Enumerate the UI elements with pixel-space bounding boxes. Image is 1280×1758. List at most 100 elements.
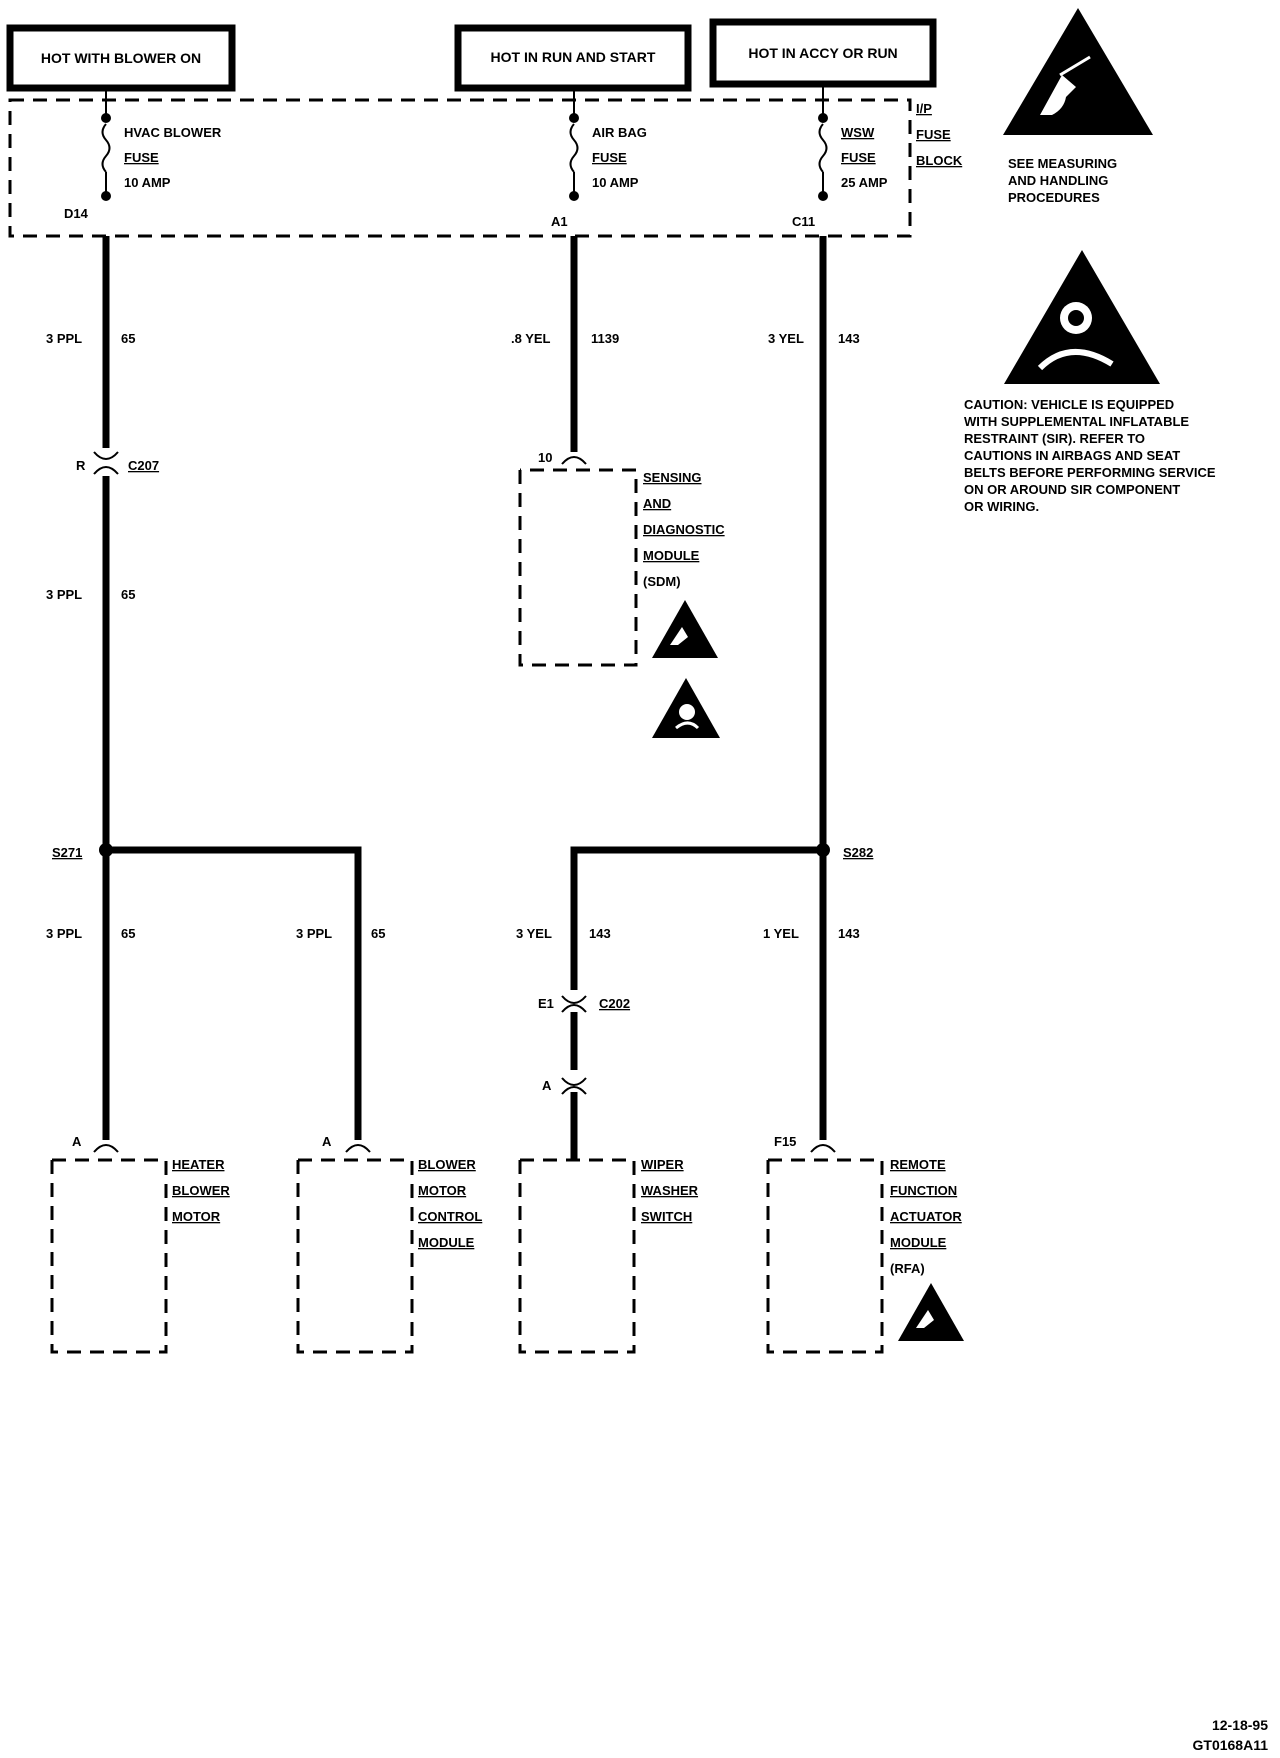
splice-s271 bbox=[99, 843, 113, 857]
svg-text:D14: D14 bbox=[64, 206, 89, 221]
svg-text:(SDM): (SDM) bbox=[643, 574, 681, 589]
svg-text:10: 10 bbox=[538, 450, 552, 465]
svg-text:HOT IN ACCY OR RUN: HOT IN ACCY OR RUN bbox=[748, 45, 897, 61]
svg-text:A: A bbox=[72, 1134, 82, 1149]
component-sdm: 10 SENSING AND DIAGNOSTIC MODULE (SDM) bbox=[518, 450, 725, 667]
svg-text:(RFA): (RFA) bbox=[890, 1261, 925, 1276]
svg-text:WASHER: WASHER bbox=[641, 1183, 699, 1198]
svg-text:HVAC BLOWER: HVAC BLOWER bbox=[124, 125, 222, 140]
svg-text:WITH SUPPLEMENTAL INFLATABLE: WITH SUPPLEMENTAL INFLATABLE bbox=[964, 414, 1189, 429]
wire-143-wiper bbox=[570, 846, 823, 990]
svg-text:A: A bbox=[322, 1134, 332, 1149]
fuse-hvac-blower: HVAC BLOWER FUSE 10 AMP D14 bbox=[64, 88, 222, 221]
svg-text:3 PPL: 3 PPL bbox=[46, 331, 82, 346]
svg-text:65: 65 bbox=[121, 926, 135, 941]
footer-date: 12-18-95 bbox=[1212, 1717, 1268, 1733]
svg-text:AND: AND bbox=[643, 496, 671, 511]
svg-text:143: 143 bbox=[589, 926, 611, 941]
svg-text:C207: C207 bbox=[128, 458, 159, 473]
svg-text:MOTOR: MOTOR bbox=[418, 1183, 467, 1198]
svg-text:OR WIRING.: OR WIRING. bbox=[964, 499, 1039, 514]
svg-text:FUSE: FUSE bbox=[592, 150, 627, 165]
svg-text:143: 143 bbox=[838, 926, 860, 941]
fuse-air-bag: AIR BAG FUSE 10 AMP A1 bbox=[551, 88, 647, 229]
connector-c202: E1 C202 A bbox=[538, 995, 630, 1095]
svg-text:CAUTIONS IN AIRBAGS AND SEAT: CAUTIONS IN AIRBAGS AND SEAT bbox=[964, 448, 1180, 463]
svg-text:WSW: WSW bbox=[841, 125, 875, 140]
svg-text:.8 YEL: .8 YEL bbox=[511, 331, 551, 346]
svg-text:C202: C202 bbox=[599, 996, 630, 1011]
svg-text:WIPER: WIPER bbox=[641, 1157, 684, 1172]
svg-text:S282: S282 bbox=[843, 845, 873, 860]
power-source-runstart: HOT IN RUN AND START bbox=[454, 24, 692, 92]
svg-text:3 PPL: 3 PPL bbox=[46, 587, 82, 602]
svg-text:SENSING: SENSING bbox=[643, 470, 702, 485]
svg-text:MODULE: MODULE bbox=[418, 1235, 475, 1250]
fuse-block-label-1: I/P bbox=[916, 101, 932, 116]
svg-text:RESTRAINT (SIR). REFER TO: RESTRAINT (SIR). REFER TO bbox=[964, 431, 1145, 446]
svg-text:HOT WITH BLOWER ON: HOT WITH BLOWER ON bbox=[41, 50, 201, 66]
svg-text:ACTUATOR: ACTUATOR bbox=[890, 1209, 962, 1224]
svg-text:CAUTION: VEHICLE IS EQUIPPED: CAUTION: VEHICLE IS EQUIPPED bbox=[964, 397, 1174, 412]
wire-65-bmcm bbox=[106, 846, 362, 1140]
svg-text:10 AMP: 10 AMP bbox=[592, 175, 639, 190]
esd-warning-icon bbox=[1003, 8, 1153, 135]
svg-text:MODULE: MODULE bbox=[890, 1235, 947, 1250]
svg-text:25 AMP: 25 AMP bbox=[841, 175, 888, 190]
svg-text:MODULE: MODULE bbox=[643, 548, 700, 563]
svg-text:3 YEL: 3 YEL bbox=[516, 926, 552, 941]
svg-text:10 AMP: 10 AMP bbox=[124, 175, 171, 190]
svg-text:3 YEL: 3 YEL bbox=[768, 331, 804, 346]
sir-warning-icon bbox=[652, 678, 720, 738]
component-rfa: F15 REMOTE FUNCTION ACTUATOR MODULE (RFA… bbox=[766, 1134, 962, 1354]
svg-text:BLOWER: BLOWER bbox=[418, 1157, 476, 1172]
svg-text:65: 65 bbox=[121, 587, 135, 602]
esd-warning-icon bbox=[898, 1283, 964, 1341]
svg-text:AIR BAG: AIR BAG bbox=[592, 125, 647, 140]
esd-warning-icon bbox=[652, 600, 718, 658]
svg-text:HEATER: HEATER bbox=[172, 1157, 225, 1172]
component-wiper-washer-switch: WIPER WASHER SWITCH bbox=[518, 1157, 699, 1354]
svg-text:DIAGNOSTIC: DIAGNOSTIC bbox=[643, 522, 725, 537]
svg-text:S271: S271 bbox=[52, 845, 82, 860]
svg-text:A1: A1 bbox=[551, 214, 568, 229]
svg-text:65: 65 bbox=[121, 331, 135, 346]
fuse-block-label-2: FUSE bbox=[916, 127, 951, 142]
svg-text:MOTOR: MOTOR bbox=[172, 1209, 221, 1224]
footer-code: GT0168A11 bbox=[1193, 1737, 1269, 1753]
svg-text:F15: F15 bbox=[774, 1134, 796, 1149]
svg-text:HOT IN RUN AND START: HOT IN RUN AND START bbox=[491, 49, 656, 65]
svg-text:R: R bbox=[76, 458, 86, 473]
sir-warning-icon bbox=[1004, 250, 1160, 384]
svg-text:BLOWER: BLOWER bbox=[172, 1183, 230, 1198]
fuse-block-outline bbox=[8, 98, 912, 238]
svg-text:SWITCH: SWITCH bbox=[641, 1209, 692, 1224]
svg-text:3 PPL: 3 PPL bbox=[296, 926, 332, 941]
svg-text:BELTS BEFORE PERFORMING SERVIC: BELTS BEFORE PERFORMING SERVICE bbox=[964, 465, 1216, 480]
svg-text:65: 65 bbox=[371, 926, 385, 941]
svg-text:ON OR AROUND SIR COMPONENT: ON OR AROUND SIR COMPONENT bbox=[964, 482, 1180, 497]
svg-text:1 YEL: 1 YEL bbox=[763, 926, 799, 941]
fuse-block-label-3: BLOCK bbox=[916, 153, 963, 168]
svg-text:PROCEDURES: PROCEDURES bbox=[1008, 190, 1100, 205]
component-blower-motor-control-module: A BLOWER MOTOR CONTROL MODULE bbox=[296, 1134, 482, 1354]
svg-text:FUSE: FUSE bbox=[124, 150, 159, 165]
svg-text:E1: E1 bbox=[538, 996, 554, 1011]
svg-text:FUSE: FUSE bbox=[841, 150, 876, 165]
svg-text:143: 143 bbox=[838, 331, 860, 346]
svg-text:REMOTE: REMOTE bbox=[890, 1157, 946, 1172]
component-heater-blower-motor: A HEATER BLOWER MOTOR bbox=[50, 1134, 230, 1354]
power-source-accy: HOT IN ACCY OR RUN bbox=[709, 18, 937, 88]
fuse-wsw: WSW FUSE 25 AMP C11 bbox=[792, 84, 888, 229]
svg-text:SEE MEASURING: SEE MEASURING bbox=[1008, 156, 1117, 171]
svg-text:AND HANDLING: AND HANDLING bbox=[1008, 173, 1108, 188]
svg-text:3 PPL: 3 PPL bbox=[46, 926, 82, 941]
svg-text:CONTROL: CONTROL bbox=[418, 1209, 482, 1224]
svg-text:FUNCTION: FUNCTION bbox=[890, 1183, 957, 1198]
connector-c207: R C207 bbox=[76, 451, 159, 475]
svg-text:1139: 1139 bbox=[591, 331, 619, 346]
power-source-blower: HOT WITH BLOWER ON bbox=[6, 24, 236, 92]
svg-text:A: A bbox=[542, 1078, 552, 1093]
svg-text:C11: C11 bbox=[792, 214, 815, 229]
